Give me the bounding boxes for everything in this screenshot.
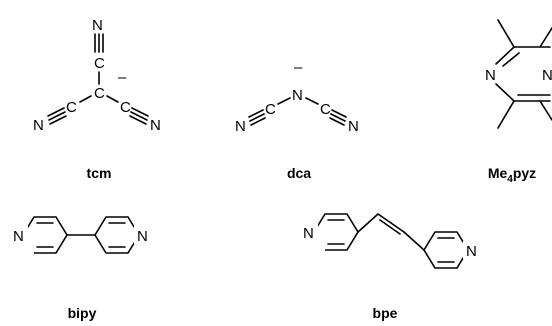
- tcm-left-triple-bond-c: [49, 115, 67, 125]
- me4pyz-methyl-lower-right: [539, 100, 552, 121]
- dca-left-nitrogen: N: [235, 118, 246, 135]
- dca-structure: – N C N C N dca: [235, 59, 359, 181]
- bipy-right-nitrogen: N: [137, 228, 148, 245]
- bpe-structure: N N bpe: [300, 213, 481, 321]
- bpe-linker-double-b: [379, 219, 401, 235]
- me4pyz-ring-upper-left-bond: [495, 46, 515, 65]
- dca-left-single-bond: [277, 97, 291, 105]
- tcm-left-single-bond: [79, 95, 92, 103]
- dca-right-triple-bond-b: [330, 113, 346, 122]
- me4pyz-label-suffix: pyz: [513, 165, 536, 181]
- bipy-structure: N N bipy: [10, 216, 152, 321]
- me4pyz-methyl-lower-left: [497, 100, 515, 129]
- bipy-left-n-mask: [10, 226, 28, 244]
- me4pyz-label-prefix: Me: [488, 165, 508, 181]
- bpe-linker-bond-2: [403, 231, 425, 251]
- tcm-central-carbon: C: [94, 85, 105, 102]
- dca-central-nitrogen: N: [292, 87, 303, 104]
- me4pyz-nitrogen: N: [485, 67, 496, 84]
- dca-left-triple-bond-c: [250, 117, 266, 126]
- tcm-right-triple-bond-a: [131, 107, 149, 117]
- me4pyz-ring-upper-left-double: [502, 52, 520, 67]
- tcm-structure: N C C – C N C N tcm: [33, 17, 161, 181]
- bpe-right-n-mask: [463, 241, 481, 259]
- bpe-linker-double-a: [377, 213, 405, 233]
- dca-left-triple-bond-b: [249, 113, 265, 122]
- tcm-right-single-bond: [106, 95, 119, 103]
- tcm-left-nitrogen: N: [33, 117, 44, 134]
- me4pyz-methyl-upper-left: [497, 19, 515, 48]
- bpe-left-nitrogen: N: [303, 225, 314, 242]
- dca-left-triple-bond-a: [248, 109, 264, 118]
- tcm-right-carbon: C: [120, 99, 131, 116]
- bpe-left-n-mask: [300, 223, 318, 241]
- tcm-right-triple-bond-b: [130, 111, 148, 121]
- bipy-label: bipy: [68, 305, 97, 321]
- me4pyz-label: Me4pyz: [488, 165, 536, 185]
- dca-charge: –: [294, 59, 303, 76]
- dca-left-carbon: C: [265, 101, 276, 118]
- tcm-charge: –: [118, 69, 127, 86]
- tcm-left-triple-bond-a: [47, 107, 65, 117]
- tcm-right-triple-bond-c: [129, 115, 147, 125]
- me4pyz-structure: N N Me4pyz: [485, 19, 552, 185]
- tcm-top-nitrogen: N: [92, 17, 103, 34]
- me4pyz-methyl-upper-right: [539, 27, 552, 48]
- me4pyz-label-subscript: 4: [507, 174, 513, 185]
- tcm-label: tcm: [87, 165, 112, 181]
- bpe-left-ring: [313, 213, 359, 251]
- bipy-left-ring: [22, 216, 68, 254]
- dca-right-triple-bond-c: [329, 117, 345, 126]
- bipy-left-nitrogen: N: [13, 228, 24, 245]
- me4pyz-nitrogen-right: N: [542, 67, 552, 84]
- dca-right-carbon: C: [320, 101, 331, 118]
- me4pyz-ring-lower-left-bond: [495, 83, 515, 102]
- dca-right-nitrogen: N: [348, 118, 359, 135]
- bpe-linker-bond-1: [357, 213, 379, 233]
- bpe-right-nitrogen: N: [466, 243, 477, 260]
- tcm-right-nitrogen: N: [150, 117, 161, 134]
- dca-label: dca: [287, 165, 311, 181]
- bipy-right-n-mask: [134, 226, 152, 244]
- dca-right-single-bond: [305, 97, 319, 105]
- bpe-label: bpe: [373, 305, 398, 321]
- tcm-top-carbon: C: [94, 55, 105, 72]
- dca-right-triple-bond-a: [331, 109, 347, 118]
- tcm-left-triple-bond-b: [48, 111, 66, 121]
- tcm-left-carbon: C: [66, 99, 77, 116]
